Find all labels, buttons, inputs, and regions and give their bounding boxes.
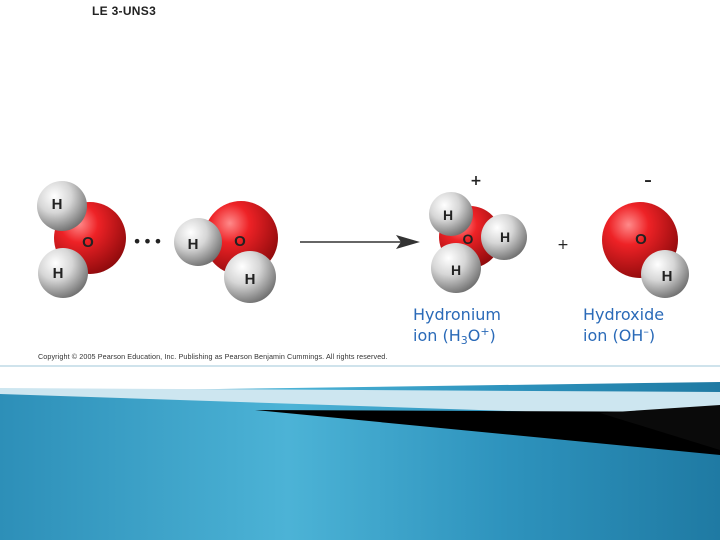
hydronium-label-line1: Hydronium	[413, 305, 501, 324]
positive-charge-sign: +	[470, 173, 482, 189]
hydronium-ion: O H H H +	[429, 173, 527, 293]
hydrogen-atom	[429, 192, 473, 236]
hydrogen-atom	[641, 250, 689, 298]
hydrogen-atom	[481, 214, 527, 260]
hydronium-label: Hydronium ion (H3O+)	[413, 304, 501, 346]
water-molecule-2: O H H	[174, 201, 278, 303]
atom-label-h: H	[443, 207, 453, 223]
hydroxide-ion: O H –	[602, 171, 689, 298]
atom-label-h: H	[188, 236, 199, 253]
negative-charge-sign: –	[644, 171, 652, 189]
hydrogen-atom	[38, 248, 88, 298]
atom-label-h: H	[245, 271, 256, 288]
atom-label-h: H	[52, 196, 63, 213]
atom-label-h: H	[662, 268, 673, 285]
hydrogen-bond-dots: •••	[132, 232, 163, 251]
hydrogen-atom	[224, 251, 276, 303]
atom-label-o: O	[234, 233, 246, 250]
atom-label-o: O	[463, 231, 474, 247]
hydronium-label-line2: ion (H3O+)	[413, 325, 496, 347]
plus-sign: +	[557, 237, 569, 253]
footer-decoration	[0, 365, 720, 540]
hydrogen-atom	[37, 181, 87, 231]
hydrogen-atom	[431, 243, 481, 293]
hydroxide-label: Hydroxide ion (OH–)	[583, 304, 664, 346]
atom-label-o: O	[82, 234, 94, 251]
atom-label-o: O	[635, 231, 647, 248]
atom-label-h: H	[53, 265, 64, 282]
atom-label-h: H	[451, 262, 461, 278]
water-molecule-1: O H H	[37, 181, 126, 298]
atom-label-h: H	[500, 229, 510, 245]
reaction-arrow	[300, 235, 420, 249]
hydroxide-label-line1: Hydroxide	[583, 305, 665, 324]
copyright-notice: Copyright © 2005 Pearson Education, Inc.…	[38, 352, 388, 361]
hydrogen-atom	[174, 218, 222, 266]
hydroxide-label-line2: ion (OH–)	[583, 325, 656, 345]
page-title: LE 3-UNS3	[92, 4, 157, 18]
